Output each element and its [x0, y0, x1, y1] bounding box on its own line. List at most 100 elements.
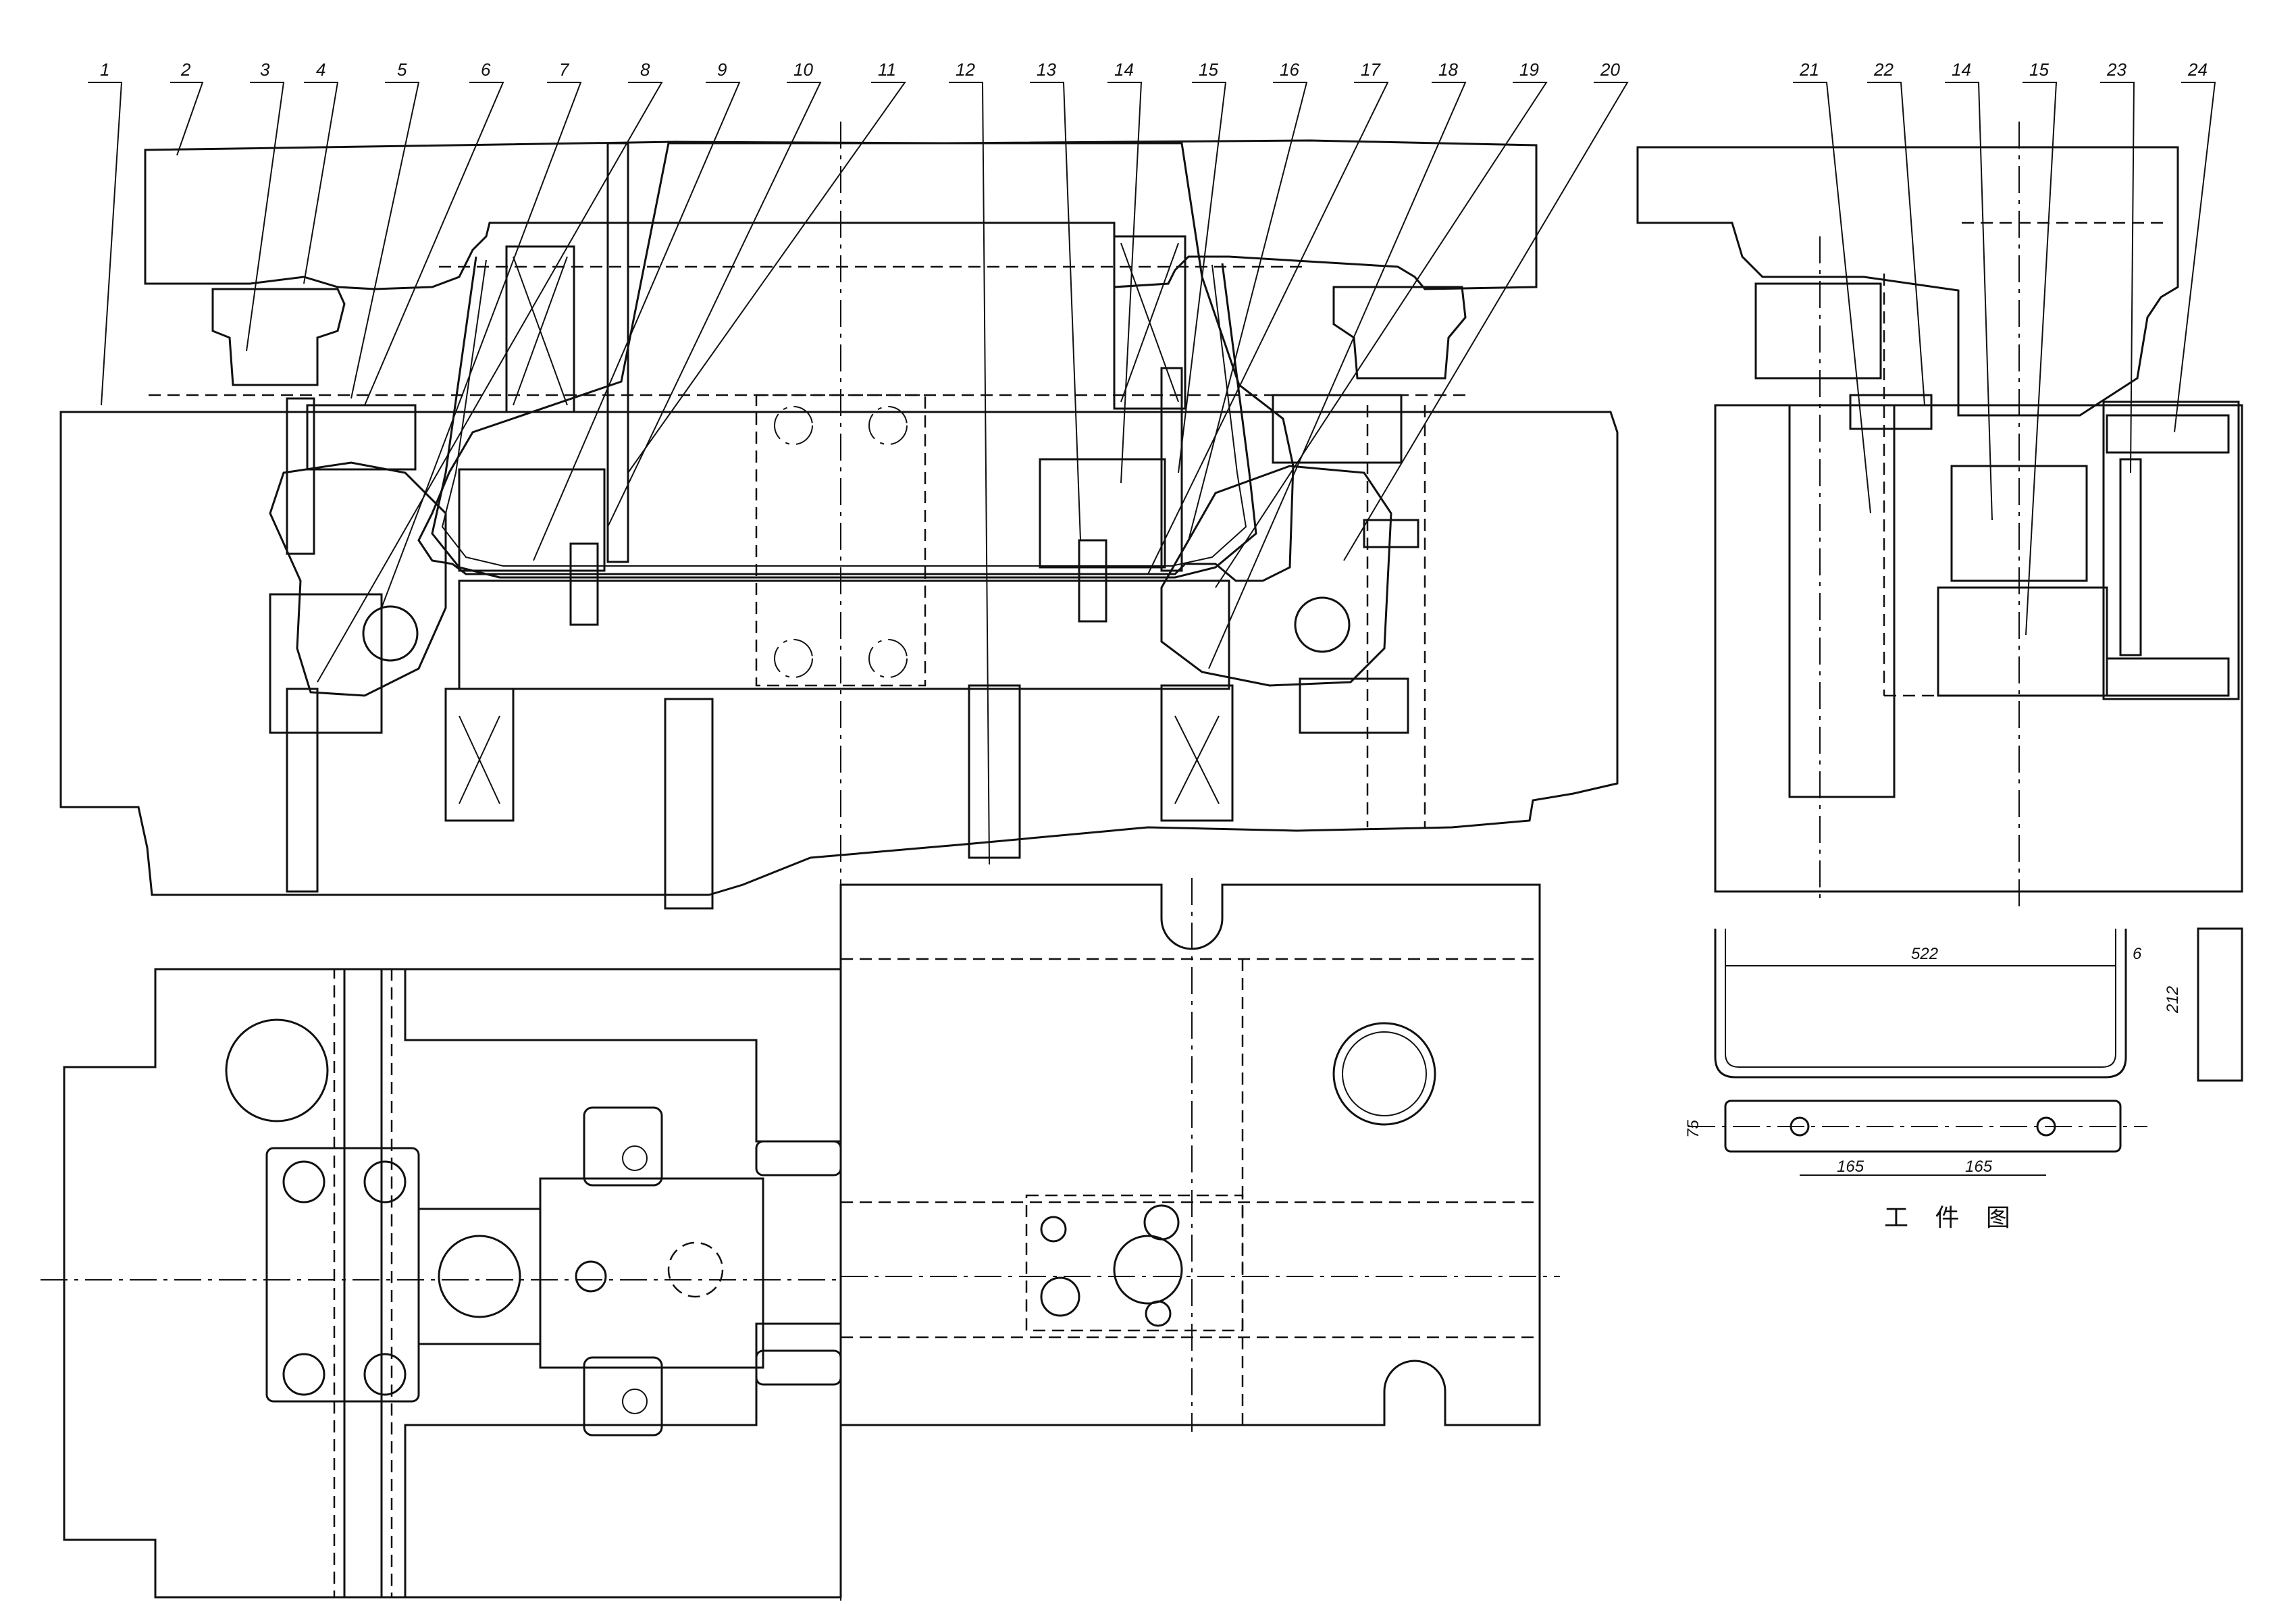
callout-17: 17 — [1361, 59, 1381, 80]
left-pressure-block — [458, 468, 606, 572]
pin-7 — [569, 542, 599, 626]
stripper-pin-right — [1160, 367, 1183, 572]
lower-left-spring — [444, 688, 515, 822]
callout-20: 20 — [1600, 59, 1620, 80]
left-spring-pocket — [505, 245, 575, 413]
hidden-hole-2 — [868, 406, 908, 445]
hidden-hole-4 — [868, 639, 908, 678]
callout-side-14: 14 — [1952, 59, 1971, 80]
lower-die-block — [59, 411, 1619, 896]
part-dim-height: 212 — [2164, 986, 2182, 1014]
lower-left-spring-cross — [459, 715, 500, 804]
left-guide-block — [306, 404, 417, 471]
plan-left-plate — [265, 1147, 420, 1403]
callout-7: 7 — [559, 59, 570, 80]
right-pivot-pin — [1294, 596, 1351, 653]
left-retainer — [269, 593, 383, 734]
side-lower-plate — [1937, 586, 2108, 697]
center-punch — [417, 142, 1295, 582]
side-section-view — [1636, 122, 2243, 908]
callout-16: 16 — [1280, 59, 1299, 80]
right-pressure-block — [1039, 458, 1166, 569]
plan-upper-hole-4 — [1040, 1276, 1080, 1317]
hidden-hole-1 — [774, 406, 813, 445]
side-lower-block — [1714, 404, 2243, 893]
plan-left-hole-2 — [363, 1160, 407, 1204]
callout-22: 22 — [1873, 59, 1894, 80]
upper-die-plate — [144, 139, 1538, 290]
callout-side-15: 15 — [2029, 59, 2049, 80]
callout-24: 24 — [2187, 59, 2208, 80]
plan-upper-hole-2 — [1143, 1204, 1180, 1241]
left-spring-cross — [513, 256, 568, 406]
side-bolt-head — [1754, 282, 1882, 380]
right-spring-cross — [1120, 242, 1179, 403]
plan-center-ring — [438, 1235, 521, 1318]
plan-stub-bottom — [755, 1349, 842, 1386]
callout-labels: 1 2 3 4 5 6 7 8 9 10 11 12 13 14 15 16 1… — [88, 59, 1629, 865]
part-drawing: 522 6 212 75 165 165 工 件 图 — [1684, 927, 2243, 1232]
part-dim-depth: 75 — [1684, 1120, 1702, 1138]
part-dim-hole-right: 165 — [1965, 1158, 1993, 1176]
callout-12: 12 — [956, 59, 975, 80]
part-drawing-caption: 工 件 图 — [1884, 1204, 2020, 1232]
side-screw-22 — [1849, 394, 1933, 430]
side-bolt-24-bottom — [2106, 657, 2230, 697]
callout-9: 9 — [717, 59, 727, 80]
callout-2: 2 — [180, 59, 191, 80]
plan-top-block — [583, 1106, 663, 1187]
plan-left-hole-1 — [282, 1160, 325, 1204]
callout-15: 15 — [1199, 59, 1218, 80]
side-bolt-24-top — [2106, 414, 2230, 454]
left-pivot-pin — [362, 605, 419, 662]
ejector-pin-center — [968, 684, 1021, 859]
workpiece-section — [431, 256, 1257, 579]
screw-left — [286, 397, 315, 555]
callout-8: 8 — [640, 59, 650, 80]
left-rocker — [269, 461, 447, 697]
plan-lower-outline — [63, 968, 842, 1599]
lower-right-spring — [1160, 684, 1234, 822]
plan-upper-hole-1 — [1040, 1216, 1067, 1243]
plan-view-upper-die — [839, 878, 1560, 1432]
callout-4: 4 — [316, 59, 325, 80]
plan-view-lower-die — [41, 968, 842, 1599]
ejector-pin-left — [664, 698, 714, 910]
part-u-profile — [1714, 929, 2127, 1079]
plan-bottom-block-hole — [622, 1389, 648, 1414]
plan-left-hole-4 — [363, 1353, 407, 1396]
side-upper-plate — [1636, 146, 2179, 417]
callout-19: 19 — [1519, 59, 1539, 80]
part-dim-thickness: 6 — [2133, 945, 2142, 963]
lower-right-spring-cross — [1174, 715, 1220, 804]
part-side-view — [2197, 927, 2243, 1082]
part-u-profile-inner — [1725, 929, 2116, 1068]
plan-top-block-hole — [622, 1145, 648, 1171]
front-section-view — [59, 122, 1619, 1601]
callout-23: 23 — [2106, 59, 2127, 80]
plan-center-hidden — [667, 1241, 724, 1298]
callout-11: 11 — [878, 59, 896, 80]
callout-18: 18 — [1438, 59, 1458, 80]
pin-13 — [1078, 539, 1107, 623]
plan-center-body — [417, 1208, 542, 1345]
callout-14: 14 — [1114, 59, 1134, 80]
callout-5: 5 — [397, 59, 407, 80]
plan-lower-slot-b — [343, 968, 383, 1599]
side-spring-plate — [2119, 458, 2142, 656]
hidden-hole-3 — [774, 639, 813, 678]
right-rocker — [1160, 465, 1392, 687]
part-dim-hole-left: 165 — [1837, 1158, 1864, 1176]
workpiece-section-inner — [441, 259, 1247, 567]
callout-21: 21 — [1799, 59, 1819, 80]
plan-upper-block — [1025, 1194, 1244, 1332]
plan-upper-hole-3 — [1113, 1235, 1183, 1305]
side-clamp-block — [2102, 400, 2240, 700]
plan-stub-top — [755, 1140, 842, 1176]
upper-bolt-left — [211, 288, 346, 386]
upper-bolt-right — [1332, 286, 1467, 380]
plan-upper-hole-5 — [1145, 1300, 1172, 1327]
callout-13: 13 — [1037, 59, 1056, 80]
plan-lower-slot-a — [333, 968, 393, 1599]
